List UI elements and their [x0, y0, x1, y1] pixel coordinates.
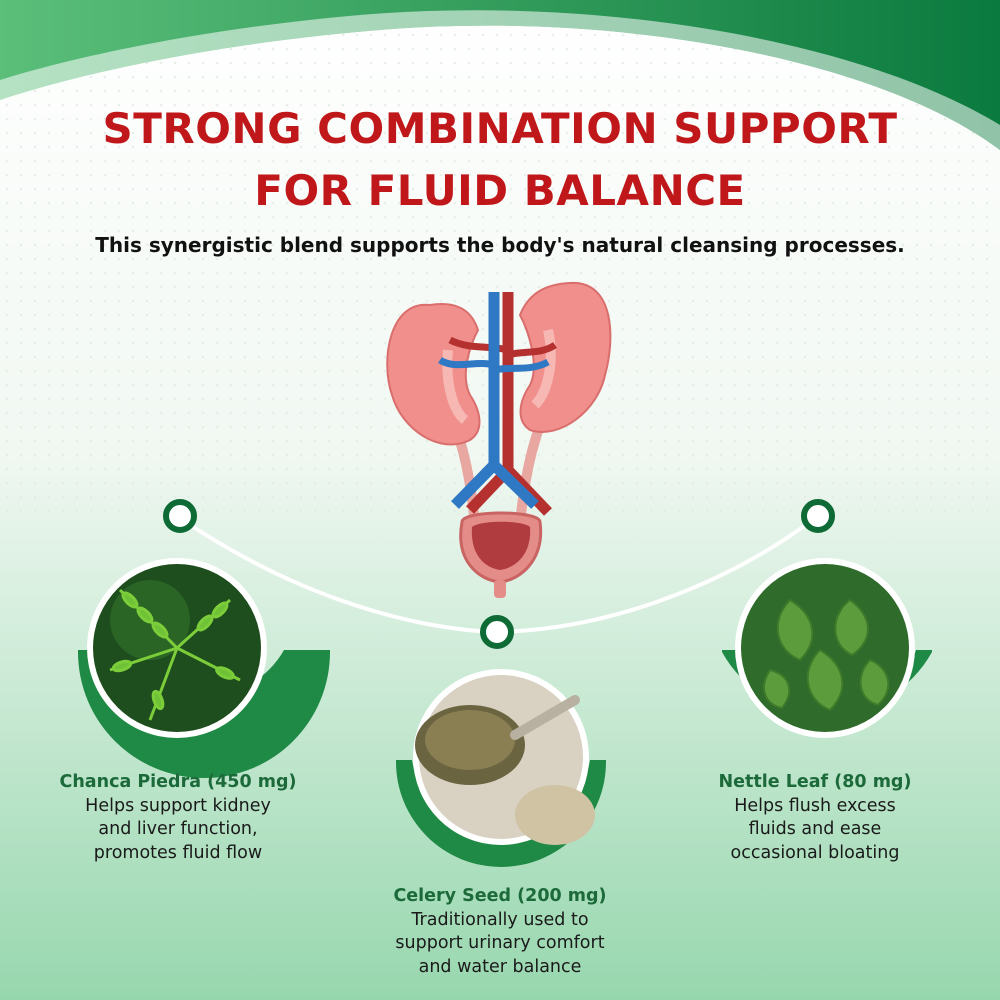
ingredient-desc-line: Helps flush excess	[734, 795, 896, 816]
ingredient-celery-seed: Celery Seed (200 mg) Traditionally used …	[340, 885, 660, 979]
ingredient-desc-line: fluids and ease	[748, 819, 882, 839]
ingredient-name: Nettle Leaf (80 mg)	[718, 772, 912, 792]
node-center	[480, 615, 514, 649]
ingredient-name: Celery Seed (200 mg)	[393, 886, 607, 906]
node-left	[163, 499, 197, 533]
ingredient-desc-line: Helps support kidney	[85, 795, 271, 816]
title-line-1: STRONG COMBINATION SUPPORT	[102, 104, 898, 153]
nettle-leaf-image	[722, 558, 932, 738]
ingredient-name: Chanca Piedra (450 mg)	[59, 772, 297, 792]
ingredient-nettle-leaf: Nettle Leaf (80 mg) Helps flush excess f…	[665, 771, 965, 865]
ingredient-chanca-piedra: Chanca Piedra (450 mg) Helps support kid…	[28, 771, 328, 865]
ingredient-desc-line: support urinary comfort	[395, 933, 605, 953]
celery-seed-image	[396, 669, 606, 867]
ingredient-desc-line: and water balance	[418, 956, 582, 977]
ingredient-desc-line: promotes fluid flow	[93, 842, 263, 863]
ingredient-desc-line: and liver function,	[98, 819, 258, 839]
subtitle: This synergistic blend supports the body…	[95, 233, 905, 257]
chanca-piedra-image	[78, 558, 330, 778]
title-line-2: FOR FLUID BALANCE	[254, 166, 746, 215]
ingredient-desc-line: occasional bloating	[730, 842, 900, 863]
kidney-urinary-icon	[386, 281, 612, 598]
node-right	[801, 499, 835, 533]
ingredient-desc-line: Traditionally used to	[411, 909, 589, 930]
